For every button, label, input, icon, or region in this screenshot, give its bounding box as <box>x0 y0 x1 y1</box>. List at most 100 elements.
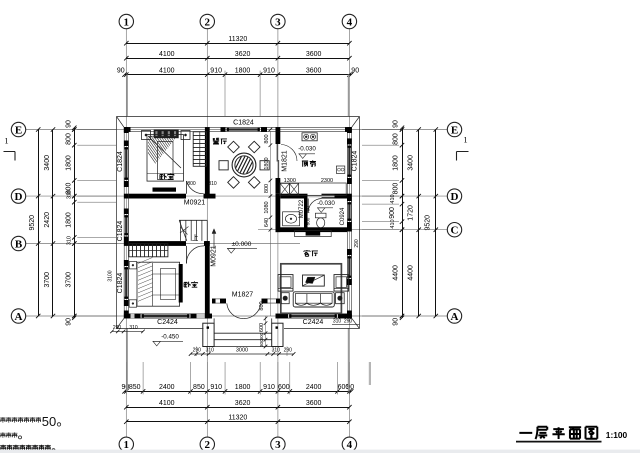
svg-text:290: 290 <box>113 325 122 331</box>
svg-text:-0.450: -0.450 <box>161 334 179 341</box>
svg-text:300: 300 <box>259 339 264 347</box>
svg-text:800: 800 <box>187 181 196 187</box>
svg-text:310: 310 <box>208 181 217 187</box>
svg-text:1800: 1800 <box>235 68 251 75</box>
svg-text:1:100: 1:100 <box>606 430 628 440</box>
svg-text:850: 850 <box>193 384 205 391</box>
svg-text:290: 290 <box>193 347 202 353</box>
svg-text:3600: 3600 <box>306 68 322 75</box>
svg-text:11320: 11320 <box>228 36 247 43</box>
svg-text:M1821: M1821 <box>282 150 289 172</box>
svg-text:M1827: M1827 <box>232 292 254 299</box>
svg-text:C2424: C2424 <box>157 319 178 326</box>
svg-text:1800: 1800 <box>264 157 270 169</box>
svg-text:640: 640 <box>264 218 270 227</box>
svg-text:1300: 1300 <box>284 178 296 184</box>
svg-text:A: A <box>451 311 459 323</box>
svg-text:800: 800 <box>264 134 270 143</box>
svg-text:2400: 2400 <box>306 384 322 391</box>
svg-text:M0921: M0921 <box>184 199 206 206</box>
svg-text:1800: 1800 <box>65 212 72 228</box>
svg-text:2420: 2420 <box>44 212 51 228</box>
svg-text:310: 310 <box>66 236 72 245</box>
svg-text:1: 1 <box>4 136 8 146</box>
svg-text:3000: 3000 <box>236 347 248 353</box>
svg-text:1800: 1800 <box>392 155 399 171</box>
svg-text:D: D <box>15 191 23 203</box>
svg-text:±0.000: ±0.000 <box>232 241 252 248</box>
svg-text:E: E <box>451 124 458 136</box>
svg-text:-0.030: -0.030 <box>317 200 335 207</box>
svg-text:310: 310 <box>333 318 342 324</box>
svg-text:C1824: C1824 <box>117 273 124 294</box>
svg-text:290: 290 <box>354 239 360 248</box>
svg-text:E: E <box>15 124 22 136</box>
svg-text:4400: 4400 <box>392 265 399 281</box>
svg-text:3400: 3400 <box>408 155 415 171</box>
svg-text:800: 800 <box>65 183 72 195</box>
svg-text:600: 600 <box>338 384 350 391</box>
svg-text:290: 290 <box>344 318 353 324</box>
svg-text:3620: 3620 <box>235 51 251 58</box>
svg-text:800: 800 <box>259 301 265 310</box>
svg-text:90: 90 <box>346 384 354 391</box>
svg-text:3600: 3600 <box>306 51 322 58</box>
svg-text:1800: 1800 <box>235 384 251 391</box>
svg-text:310: 310 <box>66 190 72 199</box>
svg-text:1: 1 <box>124 16 130 28</box>
svg-text:4100: 4100 <box>159 68 175 75</box>
svg-text:9520: 9520 <box>425 215 432 231</box>
svg-text:4400: 4400 <box>408 265 415 281</box>
svg-text:600: 600 <box>278 384 290 391</box>
svg-text:800: 800 <box>392 183 399 195</box>
svg-text:C1824: C1824 <box>233 120 254 127</box>
svg-text:1720: 1720 <box>408 205 415 221</box>
svg-text:410: 410 <box>390 194 396 203</box>
svg-text:A: A <box>15 311 23 323</box>
svg-text:3100: 3100 <box>108 270 114 281</box>
svg-text:900: 900 <box>389 207 396 219</box>
svg-text:290: 290 <box>284 347 293 353</box>
svg-text:B: B <box>15 238 23 250</box>
svg-text:50: 50 <box>42 414 56 429</box>
svg-text:11320: 11320 <box>228 415 247 422</box>
svg-text:M0722: M0722 <box>299 199 305 218</box>
svg-text:600: 600 <box>259 323 265 332</box>
svg-text:1: 1 <box>463 135 467 145</box>
svg-text:310: 310 <box>129 325 138 331</box>
svg-text:2: 2 <box>205 16 211 28</box>
svg-text:3: 3 <box>275 439 281 451</box>
svg-text:3400: 3400 <box>44 155 51 171</box>
svg-text:2400: 2400 <box>159 384 175 391</box>
svg-text:800: 800 <box>392 133 399 145</box>
svg-text:410: 410 <box>390 219 396 228</box>
svg-text:90: 90 <box>392 318 399 326</box>
svg-text:3700: 3700 <box>65 272 72 288</box>
svg-text:90: 90 <box>392 120 399 128</box>
svg-text:2: 2 <box>205 439 211 451</box>
svg-text:800: 800 <box>65 133 72 145</box>
svg-text:4100: 4100 <box>159 400 175 407</box>
svg-text:910: 910 <box>210 384 222 391</box>
svg-text:90: 90 <box>351 68 359 75</box>
svg-text:910: 910 <box>263 68 275 75</box>
svg-text:300: 300 <box>259 332 264 340</box>
svg-text:1: 1 <box>124 439 130 451</box>
svg-text:90: 90 <box>122 384 130 391</box>
svg-text:310: 310 <box>272 347 281 353</box>
svg-text:3: 3 <box>275 16 281 28</box>
svg-text:3600: 3600 <box>306 400 322 407</box>
svg-text:800: 800 <box>305 217 310 225</box>
svg-text:3700: 3700 <box>44 272 51 288</box>
svg-text:4100: 4100 <box>159 51 175 58</box>
svg-text:D: D <box>451 191 459 203</box>
svg-text:910: 910 <box>210 68 222 75</box>
svg-text:310: 310 <box>206 347 215 353</box>
svg-text:C1824: C1824 <box>117 221 124 242</box>
svg-text:90: 90 <box>65 318 72 326</box>
svg-text:90: 90 <box>117 68 125 75</box>
svg-text:3620: 3620 <box>235 400 251 407</box>
svg-text:C1824: C1824 <box>352 151 359 172</box>
svg-text:800: 800 <box>264 184 270 193</box>
svg-text:-0.030: -0.030 <box>298 146 316 153</box>
